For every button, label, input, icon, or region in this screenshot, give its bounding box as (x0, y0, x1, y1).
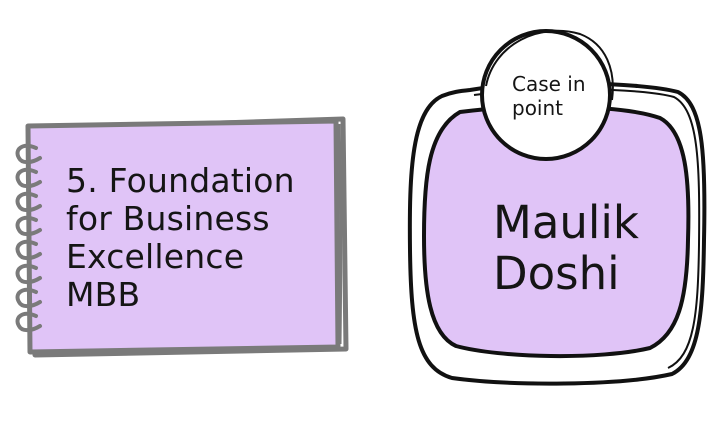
notebook-card (15, 116, 349, 358)
person-name: Maulik Doshi (493, 197, 673, 299)
person-name-line: Maulik (493, 196, 639, 249)
notebook-page (25, 118, 341, 355)
case-label-line: Case in (512, 72, 586, 96)
inner-purple-blob (422, 104, 691, 359)
spiral-ring (15, 191, 42, 213)
spiral-ring (15, 287, 42, 309)
case-label-line: point (512, 96, 564, 120)
spiral-ring (15, 311, 42, 333)
notebook-title-line: MBB (66, 275, 141, 314)
notebook-edge-line (337, 123, 343, 345)
notebook-title-line: Excellence (66, 237, 245, 276)
spiral-ring (15, 167, 42, 189)
spiral-ring (15, 143, 42, 165)
case-in-point-label: Case in point (512, 72, 602, 120)
spiral-ring (15, 215, 42, 237)
case-frame (407, 29, 707, 386)
person-name-line: Doshi (493, 247, 620, 300)
notebook-title: 5. Foundation for Business Excellence MB… (66, 162, 326, 314)
spiral-ring (15, 263, 42, 285)
spiral-ring (15, 239, 42, 261)
notebook-title-line: 5. Foundation (66, 161, 295, 200)
badge-overstroke (485, 29, 614, 101)
notebook-title-line: for Business (66, 199, 270, 238)
spiral-binding (15, 143, 42, 333)
outer-rounded-frame (407, 81, 707, 386)
